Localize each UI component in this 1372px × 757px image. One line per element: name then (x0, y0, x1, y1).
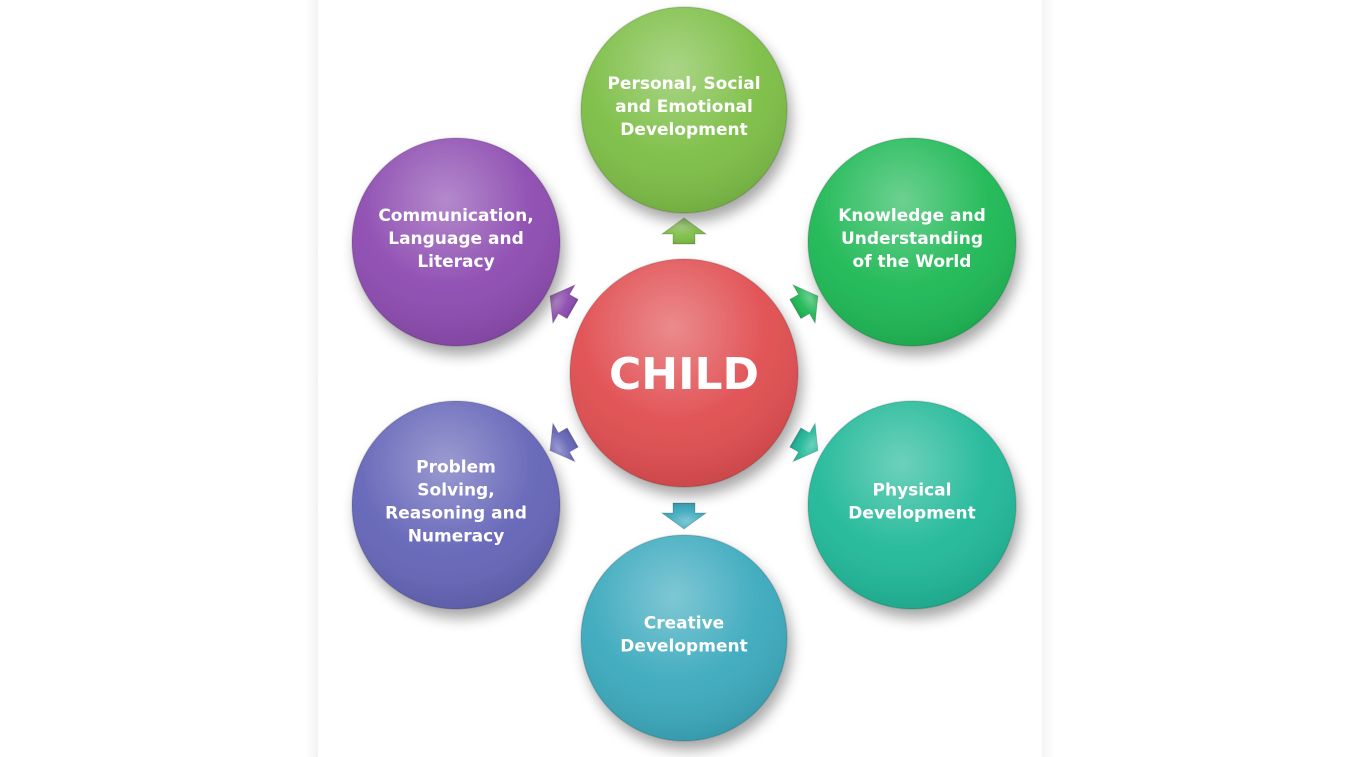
label-ktw-line: of the World (853, 252, 972, 272)
label-psed-line: Personal, Social (607, 74, 760, 94)
label-cd-line: Creative (644, 613, 724, 633)
right-margin (1042, 0, 1372, 757)
label-psrn-line: Solving, (417, 480, 494, 500)
label-psrn-line: Problem (416, 457, 496, 477)
circle-pd (807, 400, 1017, 610)
circle-child (569, 258, 799, 488)
label-ktw-line: Understanding (841, 229, 983, 249)
label-pd-line: Physical (873, 480, 952, 500)
label-cll-line: Communication, (378, 206, 533, 226)
arrow-pd (789, 421, 819, 463)
circle-psed (580, 6, 788, 214)
arrow-cd (660, 502, 708, 530)
arrow-psrn (549, 421, 579, 463)
label-cll-line: Literacy (417, 252, 494, 272)
circle-cll (351, 137, 561, 347)
arrow-cll (549, 283, 579, 325)
label-psed-line: Development (620, 120, 747, 140)
arrow-ktw (789, 283, 819, 325)
label-psed-line: and Emotional (615, 97, 753, 117)
label-cd-line: Development (620, 636, 747, 656)
left-margin (0, 0, 318, 757)
circle-ktw (807, 137, 1017, 347)
label-psrn-line: Numeracy (408, 526, 505, 546)
circle-cd (580, 534, 788, 742)
label-cll-line: Language and (388, 229, 524, 249)
label-pd-line: Development (848, 503, 975, 523)
center-label: CHILD (609, 349, 759, 400)
arrow-psed (660, 217, 708, 245)
label-ktw-line: Knowledge and (838, 206, 986, 226)
circle-psrn (351, 400, 561, 610)
label-psrn-line: Reasoning and (385, 503, 527, 523)
